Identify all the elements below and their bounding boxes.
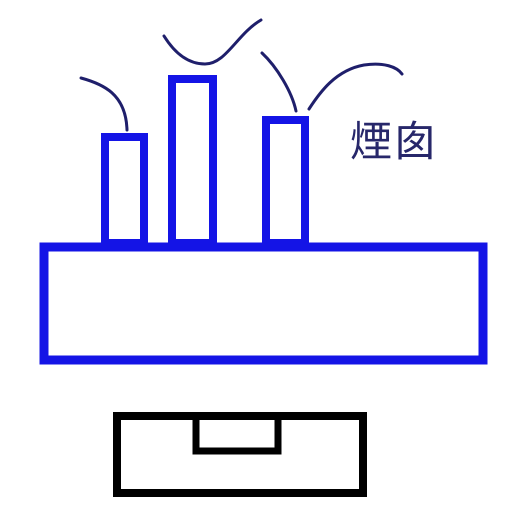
furnace-body	[39, 242, 488, 365]
chimney-right	[262, 116, 309, 247]
stove-base	[113, 412, 367, 497]
smoke-wisp-left	[79, 76, 129, 132]
chimney-middle	[168, 75, 217, 247]
smoke-wisp-right-inner	[260, 51, 298, 113]
smoke-wisp-middle	[162, 18, 263, 66]
chimney-left	[101, 133, 148, 247]
smoke-wisp-right-outer	[307, 62, 404, 111]
chimney-label: 煙囱	[350, 117, 439, 166]
stove-base-slot	[192, 416, 282, 455]
